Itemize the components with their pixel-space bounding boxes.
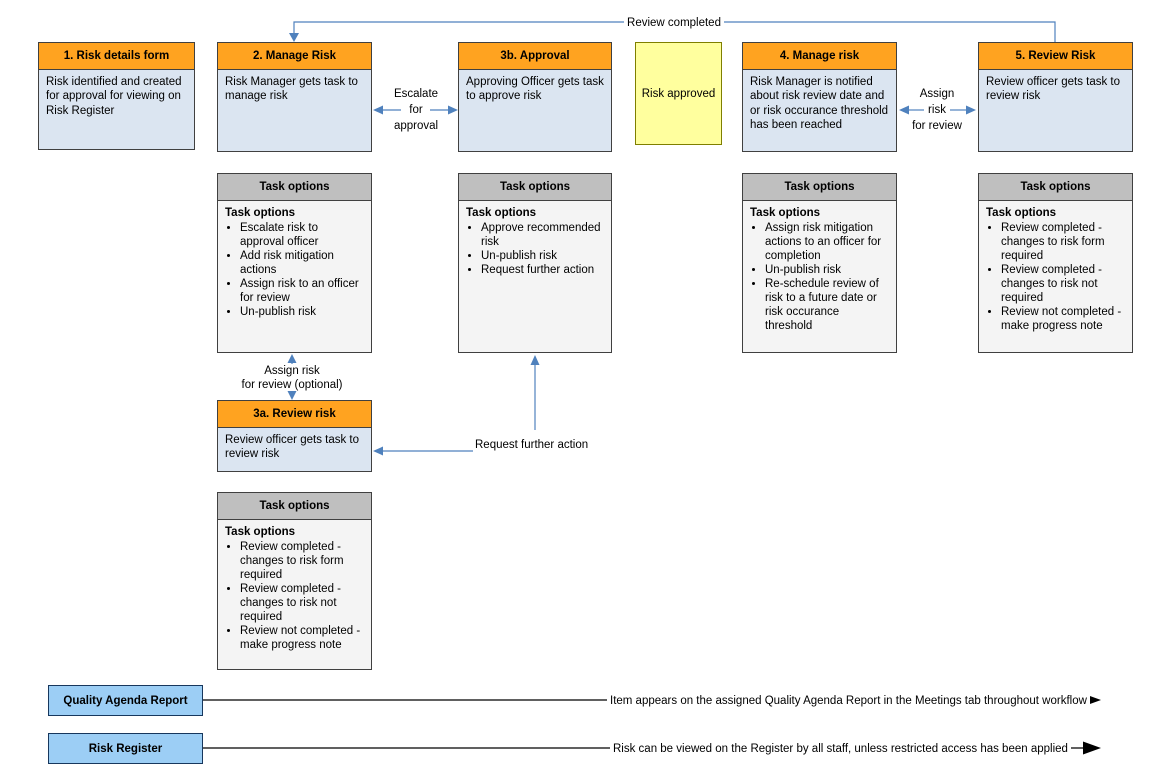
assign-optional-down-arrowhead-icon — [287, 391, 297, 400]
task-options-body: Task options Escalate risk to approval o… — [218, 201, 371, 352]
stage-box-review-risk-5: 5. Review Risk Review officer gets task … — [978, 42, 1133, 152]
task-options-box-review-risk-3a: Task options Task options Review complet… — [217, 492, 372, 670]
task-option-item: Assign risk to an officer for review — [240, 277, 364, 305]
task-option-item: Review completed - changes to risk not r… — [240, 582, 364, 624]
stage-body: Risk identified and created for approval… — [39, 70, 194, 149]
assign-risk-optional-label: Assign risk for review (optional) — [241, 365, 343, 391]
task-options-body: Task options Assign risk mitigation acti… — [743, 201, 896, 352]
task-options-list: Escalate risk to approval officerAdd ris… — [225, 221, 364, 319]
stage-box-review-risk-3a: 3a. Review risk Review officer gets task… — [217, 400, 372, 472]
task-option-item: Escalate risk to approval officer — [240, 221, 364, 249]
risk-register-box: Risk Register — [48, 733, 203, 764]
risk-register-arrowhead-icon — [1083, 741, 1101, 755]
task-options-box-review-risk-5: Task options Task options Review complet… — [978, 173, 1133, 353]
stage-title: 2. Manage Risk — [218, 43, 371, 70]
task-option-item: Assign risk mitigation actions to an off… — [765, 221, 889, 263]
stage-box-risk-details-form: 1. Risk details form Risk identified and… — [38, 42, 195, 150]
stage-box-manage-risk-4: 4. Manage risk Risk Manager is notified … — [742, 42, 897, 152]
task-option-item: Review completed - changes to risk not r… — [1001, 263, 1125, 305]
task-option-item: Review not completed - make progress not… — [1001, 305, 1125, 333]
escalate-for-approval-label: Escalate for approval — [393, 88, 439, 132]
risk-approved-note: Risk approved — [635, 42, 722, 145]
request-action-left-arrowhead-icon — [373, 446, 383, 456]
task-options-list: Approve recommended riskUn-publish riskR… — [466, 221, 604, 277]
stage-title: 3a. Review risk — [218, 401, 371, 428]
stage-title: 5. Review Risk — [979, 43, 1132, 70]
task-options-list: Review completed - changes to risk form … — [225, 540, 364, 652]
task-options-box-approval-3b: Task options Task options Approve recomm… — [458, 173, 612, 353]
risk-register-annotation: Risk can be viewed on the Register by al… — [610, 741, 1071, 757]
task-option-item: Request further action — [481, 263, 604, 277]
quality-agenda-report-box: Quality Agenda Report — [48, 685, 203, 716]
stage-body: Review officer gets task to review risk — [979, 70, 1132, 151]
task-options-header: Task options — [459, 174, 611, 201]
task-options-title: Task options — [225, 207, 296, 219]
task-options-header: Task options — [743, 174, 896, 201]
task-options-list: Assign risk mitigation actions to an off… — [750, 221, 889, 333]
task-options-box-manage-risk-2: Task options Task options Escalate risk … — [217, 173, 372, 353]
task-options-header: Task options — [979, 174, 1132, 201]
task-option-item: Review not completed - make progress not… — [240, 624, 364, 652]
stage-body: Risk Manager gets task to manage risk — [218, 70, 371, 151]
stage-box-approval-3b: 3b. Approval Approving Officer gets task… — [458, 42, 612, 152]
assign-optional-up-arrowhead-icon — [287, 354, 297, 363]
task-options-box-manage-risk-4: Task options Task options Assign risk mi… — [742, 173, 897, 353]
escalate-right-arrowhead-icon — [448, 105, 458, 115]
stage-body: Review officer gets task to review risk — [218, 428, 371, 471]
assign-left-arrowhead-icon — [899, 105, 909, 115]
stage-body: Risk Manager is notified about risk revi… — [743, 70, 896, 151]
request-action-up-arrowhead-icon — [530, 355, 540, 365]
task-option-item: Review completed - changes to risk form … — [1001, 221, 1125, 263]
task-options-title: Task options — [986, 207, 1057, 219]
task-option-item: Add risk mitigation actions — [240, 249, 364, 277]
stage-title: 4. Manage risk — [743, 43, 896, 70]
escalate-left-arrowhead-icon — [373, 105, 383, 115]
stage-title: 1. Risk details form — [39, 43, 194, 70]
task-options-list: Review completed - changes to risk form … — [986, 221, 1125, 333]
stage-title: 3b. Approval — [459, 43, 611, 70]
task-option-item: Un-publish risk — [481, 249, 604, 263]
task-options-title: Task options — [750, 207, 821, 219]
assign-right-arrowhead-icon — [966, 105, 976, 115]
task-option-item: Re-schedule review of risk to a future d… — [765, 277, 889, 333]
review-completed-label: Review completed — [624, 15, 724, 31]
task-options-body: Task options Review completed - changes … — [979, 201, 1132, 352]
assign-risk-for-review-label: Assign risk for review — [912, 88, 962, 132]
task-options-header: Task options — [218, 493, 371, 520]
review-completed-arrowhead-down-icon — [289, 33, 299, 42]
stage-box-manage-risk-2: 2. Manage Risk Risk Manager gets task to… — [217, 42, 372, 152]
task-options-body: Task options Review completed - changes … — [218, 520, 371, 669]
task-options-title: Task options — [225, 526, 296, 538]
request-further-action-label: Request further action — [475, 439, 589, 451]
task-option-item: Review completed - changes to risk form … — [240, 540, 364, 582]
quality-agenda-annotation: Item appears on the assigned Quality Age… — [607, 693, 1090, 709]
task-option-item: Un-publish risk — [240, 305, 364, 319]
stage-body: Approving Officer gets task to approve r… — [459, 70, 611, 151]
task-options-body: Task options Approve recommended riskUn-… — [459, 201, 611, 352]
task-option-item: Un-publish risk — [765, 263, 889, 277]
task-options-header: Task options — [218, 174, 371, 201]
task-options-title: Task options — [466, 207, 537, 219]
task-option-item: Approve recommended risk — [481, 221, 604, 249]
